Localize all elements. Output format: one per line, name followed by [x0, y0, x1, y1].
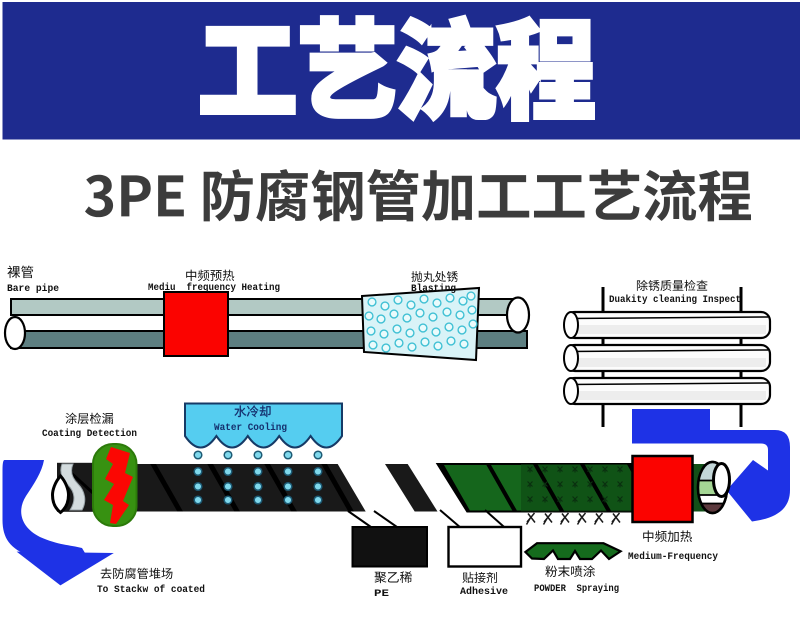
svg-text:Blasting: Blasting [411, 283, 456, 295]
svg-text:Medium-Frequency: Medium-Frequency [628, 551, 718, 563]
svg-text:Coating Detection: Coating Detection [42, 428, 137, 440]
svg-text:POWDER Spraying: POWDER Spraying [534, 583, 619, 595]
svg-text:Duakity cleaning Inspect: Duakity cleaning Inspect [609, 294, 741, 306]
svg-text:PE: PE [374, 589, 389, 600]
svg-text:Mediu frequency Heating: Mediu frequency Heating [148, 282, 280, 294]
svg-text:Water Cooling: Water Cooling [214, 422, 287, 434]
svg-text:Bare pipe: Bare pipe [7, 283, 59, 295]
svg-text:To Stackw of coated: To Stackw of coated [97, 584, 205, 596]
svg-text:Adhesive: Adhesive [460, 586, 508, 598]
